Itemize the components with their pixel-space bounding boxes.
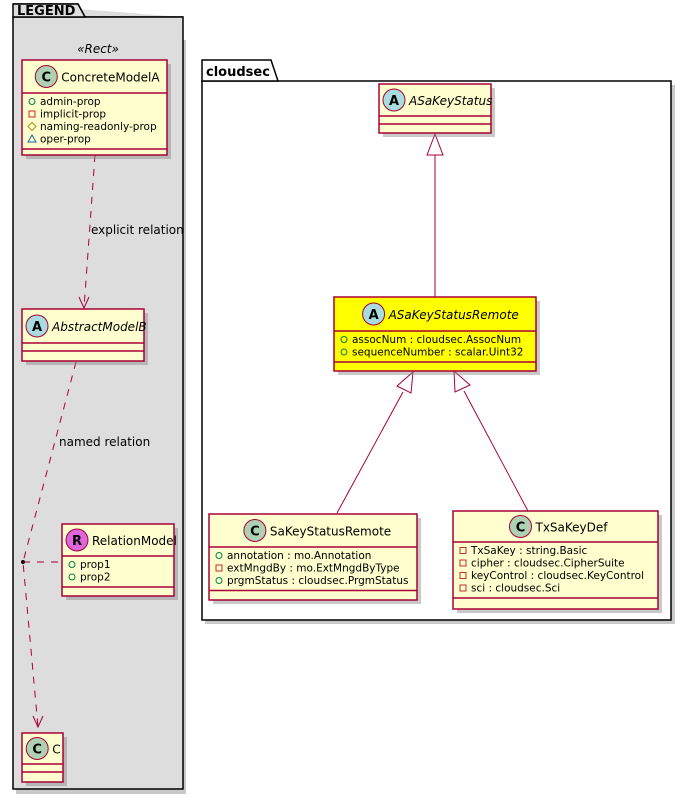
attribute-row: sci : cloudsec.Sci bbox=[459, 583, 560, 595]
attribute-row: prgmStatus : cloudsec.PrgmStatus bbox=[215, 575, 408, 587]
attribute-row: keyControl : cloudsec.KeyControl bbox=[459, 570, 644, 582]
attribute-text: prgmStatus : cloudsec.PrgmStatus bbox=[227, 575, 408, 587]
attribute-text: assocNum : cloudsec.AssocNum bbox=[352, 334, 521, 346]
public-visibility-icon bbox=[215, 552, 223, 559]
abstract-model-b-class[interactable]: AbstractModelB A bbox=[21, 308, 148, 365]
attribute-text: cipher : cloudsec.CipherSuite bbox=[471, 558, 625, 570]
class-name: SaKeyStatusRemote bbox=[270, 525, 391, 539]
private-visibility-icon bbox=[459, 572, 467, 579]
inherit-remote-to-base-arrow bbox=[426, 132, 444, 156]
attribute-row: prop2 bbox=[68, 572, 111, 584]
attribute-row: admin-prop bbox=[28, 96, 101, 108]
public-visibility-icon bbox=[28, 98, 36, 105]
public-visibility-icon bbox=[68, 573, 76, 581]
private-visibility-icon bbox=[459, 547, 467, 554]
legend-stereotype: «Rect» bbox=[77, 42, 119, 56]
attribute-row: prop1 bbox=[68, 559, 111, 571]
named-relation-arrowhead bbox=[32, 715, 44, 729]
public-visibility-icon bbox=[215, 577, 223, 584]
attribute-row: extMngdBy : mo.ExtMngdByType bbox=[215, 563, 400, 575]
class-badge-letter: R bbox=[72, 534, 82, 549]
private-visibility-icon bbox=[459, 584, 467, 592]
class-name: AbstractModelB bbox=[51, 320, 147, 334]
attribute-text: oper-prop bbox=[40, 134, 91, 146]
explicit-relation-label: explicit relation bbox=[91, 223, 184, 237]
class-badge-letter: C bbox=[32, 743, 42, 758]
abstract-class-icon bbox=[25, 314, 49, 338]
class-name: TxSaKeyDef bbox=[535, 521, 609, 535]
inherit-txsakey-to-remote-edge bbox=[463, 390, 529, 512]
attribute-row: implicit-prop bbox=[28, 109, 106, 121]
class-badge-letter: A bbox=[369, 308, 379, 323]
c-class[interactable]: CC bbox=[21, 732, 67, 786]
attribute-text: sci : cloudsec.Sci bbox=[471, 583, 560, 595]
attribute-row: cipher : cloudsec.CipherSuite bbox=[459, 558, 625, 570]
txsakeydef-class[interactable]: TxSaKeyDef C TxSaKey : string.Basiccipher … bbox=[452, 510, 662, 613]
class-badge-letter: A bbox=[389, 94, 399, 109]
attribute-row: assocNum : cloudsec.AssocNum bbox=[340, 334, 521, 346]
concrete-model-a-class[interactable]: ConcreteModelA Cadmin-propimplicit-propna… bbox=[21, 59, 171, 159]
attribute-text: sequenceNumber : scalar.Uint32 bbox=[352, 347, 523, 359]
public-visibility-icon bbox=[68, 561, 76, 568]
inherit-sakey-to-remote-edge bbox=[336, 391, 404, 514]
explicit-relation-arrowhead bbox=[78, 296, 90, 310]
attribute-text: annotation : mo.Annotation bbox=[227, 550, 371, 562]
attribute-text: admin-prop bbox=[40, 96, 101, 108]
asakeystatus-class[interactable]: ASaKeyStatus A bbox=[378, 83, 495, 137]
attribute-text: TxSaKey : string.Basic bbox=[470, 545, 587, 557]
class-badge-letter: C bbox=[42, 71, 52, 86]
class-name: C bbox=[52, 743, 60, 757]
abstract-class-icon bbox=[382, 88, 406, 112]
attribute-text: prop1 bbox=[80, 559, 111, 571]
public-visibility-icon bbox=[340, 348, 348, 356]
private-visibility-icon bbox=[459, 559, 467, 567]
class-name: ConcreteModelA bbox=[61, 71, 160, 85]
attribute-row: naming-readonly-prop bbox=[27, 121, 157, 133]
inherit-sakey-to-remote-arrow bbox=[396, 370, 414, 394]
protected-visibility-icon bbox=[27, 121, 37, 132]
attribute-row: annotation : mo.Annotation bbox=[215, 550, 371, 562]
attribute-text: keyControl : cloudsec.KeyControl bbox=[471, 570, 644, 582]
class-name: RelationModel bbox=[92, 534, 177, 548]
abstract-class-icon bbox=[362, 302, 386, 326]
private-visibility-icon bbox=[215, 564, 223, 572]
class-icon bbox=[509, 515, 532, 538]
cloudsec-package-name: cloudsec bbox=[206, 65, 270, 80]
legend-package-name: LEGEND bbox=[17, 4, 76, 19]
class-icon bbox=[34, 65, 58, 88]
class-icon bbox=[243, 519, 267, 542]
class-name: ASaKeyStatusRemote bbox=[388, 308, 519, 322]
attribute-row: sequenceNumber : scalar.Uint32 bbox=[340, 347, 523, 359]
edges: explicit relation named relation bbox=[21, 132, 529, 729]
class-badge-letter: A bbox=[32, 320, 42, 335]
class-icon bbox=[25, 737, 49, 760]
inherit-txsakey-to-remote-arrow bbox=[453, 369, 471, 393]
public-visibility-icon bbox=[340, 336, 348, 343]
class-badge-letter: C bbox=[250, 525, 260, 540]
attribute-text: implicit-prop bbox=[40, 109, 106, 121]
attribute-text: naming-readonly-prop bbox=[40, 121, 157, 133]
attribute-text: prop2 bbox=[80, 572, 111, 584]
attribute-text: extMngdBy : mo.ExtMngdByType bbox=[227, 563, 400, 575]
attribute-row: TxSaKey : string.Basic bbox=[459, 545, 587, 557]
attribute-row: oper-prop bbox=[27, 133, 91, 146]
package-visibility-icon bbox=[27, 133, 37, 143]
named-relation-label: named relation bbox=[59, 435, 150, 449]
private-visibility-icon bbox=[28, 110, 36, 118]
explicit-relation-edge bbox=[83, 154, 96, 309]
relation-class-icon bbox=[65, 528, 89, 552]
class-name: ASaKeyStatus bbox=[408, 94, 492, 108]
class-badge-letter: C bbox=[516, 521, 526, 536]
classes: ConcreteModelACadmin-propimplicit-propna… bbox=[21, 59, 662, 786]
